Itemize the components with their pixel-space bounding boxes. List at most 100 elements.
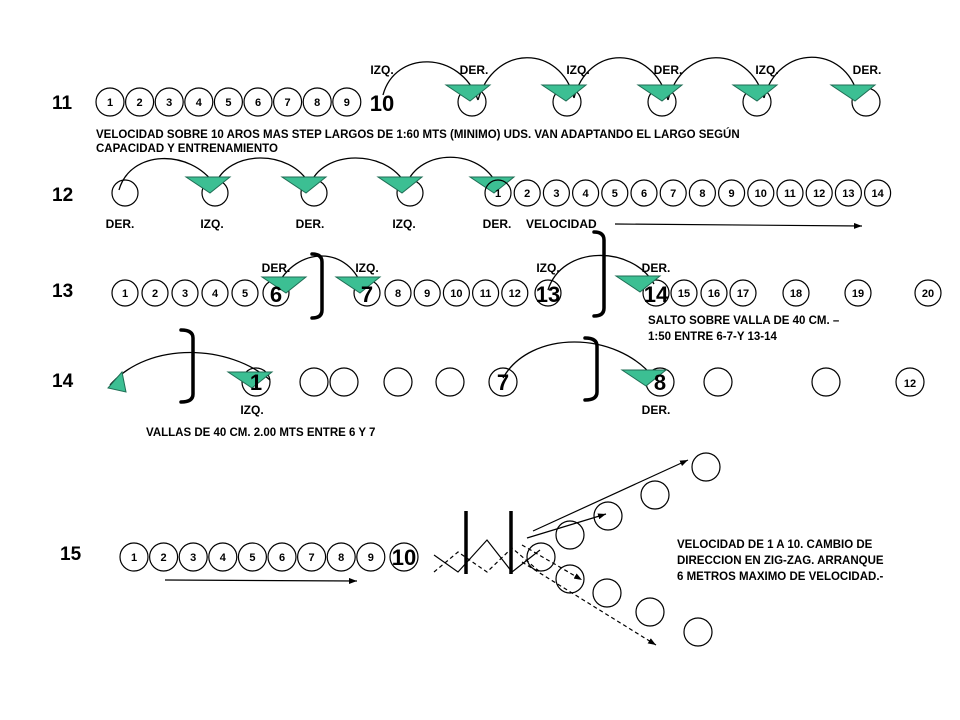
ex15-hoop [267, 542, 297, 572]
ex13-big-label-14: 14 [644, 282, 669, 307]
ex11-note-line2: CAPACIDAD Y ENTRENAMIENTO [96, 143, 278, 155]
step-marker-icon [107, 370, 127, 393]
ex12-hoop [571, 179, 600, 207]
ex13-hoop [141, 279, 169, 307]
ex15-start-arrow [164, 577, 358, 584]
ex14-step-label: IZQ. [240, 403, 263, 417]
ex15-branch-arrow-dashed [521, 561, 657, 646]
hoop-number: 5 [225, 97, 231, 109]
ex12-velocity-arrow [614, 222, 863, 229]
ex12-hoop [747, 179, 775, 207]
hoop-number: 16 [708, 288, 720, 300]
ex13-hoop [472, 279, 500, 307]
ex13-hoop [442, 279, 470, 307]
ex12-hoop [717, 179, 746, 207]
step-marker-icon [260, 276, 308, 294]
ex13-hoop [231, 279, 259, 307]
hoop-number: 7 [285, 97, 291, 109]
hoop-number: 6 [255, 97, 261, 109]
hoop-number: 6 [279, 552, 285, 564]
hoop-number: 9 [368, 552, 374, 564]
ex12-hoop [484, 179, 512, 207]
ex14-hoop [241, 367, 271, 397]
ex12-jump-arc [309, 157, 407, 186]
hoop-number: 2 [152, 288, 158, 300]
ex13-big-hoop-14 [642, 279, 670, 307]
ex12-step-label: DER. [483, 217, 512, 231]
ex15-hoop [326, 542, 356, 572]
ex12-step-label: DER. [106, 217, 135, 231]
ex14-hoop [329, 367, 359, 397]
hoop-number: 17 [737, 288, 749, 300]
hoop-number: 3 [553, 188, 559, 200]
ex15-branch-hoop [635, 597, 665, 627]
ex15-branch-arrow [526, 513, 607, 539]
ex12-hoop [863, 179, 892, 207]
ex14-big-label-7: 7 [497, 370, 509, 395]
ex12-velocity-label: VELOCIDAD [526, 217, 597, 231]
exercise-13-number: 13 [52, 281, 73, 302]
ex15-branch-arrow-dashed [521, 544, 583, 581]
hoop-number: 12 [509, 288, 521, 300]
ex13-hoop [413, 279, 441, 307]
step-marker-icon [540, 84, 588, 102]
ex11-hoop [125, 87, 155, 117]
ex15-branch-hoop [592, 578, 622, 608]
ex14-hoop [299, 367, 329, 397]
hoop-number: 2 [137, 97, 143, 109]
hoop-number: 11 [784, 188, 796, 200]
ex11-jump-arc [573, 57, 669, 101]
ex12-jump-arc [118, 157, 216, 191]
ex14-jump-arc [502, 341, 655, 379]
step-marker-icon [731, 84, 779, 102]
ex15-branch-hoop [555, 564, 585, 594]
ex12-hoop [513, 179, 541, 207]
hoop-number: 5 [612, 188, 618, 200]
ex13-step-label: IZQ. [355, 261, 378, 275]
exercise-12-number: 12 [52, 185, 73, 206]
hoop-number: 9 [344, 97, 350, 109]
hurdle-bracket-icon [310, 252, 324, 320]
ex13-step-label: DER. [642, 261, 671, 275]
ex12-big-hoop [111, 179, 139, 207]
hoop-number: 10 [450, 288, 462, 300]
hoop-number: 3 [182, 288, 188, 300]
ex11-step-label: DER. [853, 63, 882, 77]
ex15-note-line2: DIRECCION EN ZIG-ZAG. ARRANQUE [677, 555, 884, 567]
ex12-hoop [834, 179, 863, 207]
ex15-branch-arrow [532, 459, 689, 532]
ex15-note-line3: 6 METROS MAXIMO DE VELOCIDAD.- [677, 571, 884, 583]
ex11-step-label: DER. [654, 63, 683, 77]
ex14-jump-arc [109, 351, 271, 386]
ex13-step-label: DER. [262, 261, 291, 275]
step-marker-icon [334, 276, 382, 294]
hoop-number: 5 [242, 288, 248, 300]
hoop-number: 15 [678, 288, 690, 300]
hoop-number: 9 [729, 188, 735, 200]
ex11-hoop [184, 87, 214, 117]
hoop-number: 19 [852, 288, 864, 300]
hoop-number: 5 [249, 552, 255, 564]
hoop-number: 1 [495, 188, 501, 200]
hoop-number: 1 [122, 288, 128, 300]
ex12-jump-arc [214, 157, 311, 186]
hoop-number: 4 [212, 288, 219, 300]
hoop-number: 3 [166, 97, 172, 109]
ex14-hoop [895, 367, 925, 397]
step-marker-icon [636, 84, 684, 102]
hurdle-bracket-icon [583, 336, 599, 402]
ex14-big-label-8: 8 [654, 370, 666, 395]
ex15-note-line1: VELOCIDAD DE 1 A 10. CAMBIO DE [677, 539, 873, 551]
ex13-hoop [171, 279, 199, 307]
step-marker-icon [620, 369, 668, 387]
ex14-step-label: DER. [642, 403, 671, 417]
ex13-big-label-6: 6 [270, 282, 282, 307]
ex12-hoop [688, 179, 717, 207]
step-marker-icon [444, 84, 492, 102]
ex15-zigzag-path-dashed [433, 547, 541, 573]
hurdle-bracket-icon [179, 328, 195, 404]
ex11-hoop [302, 87, 332, 117]
ex11-hoop [213, 87, 243, 117]
step-marker-icon [376, 176, 424, 194]
